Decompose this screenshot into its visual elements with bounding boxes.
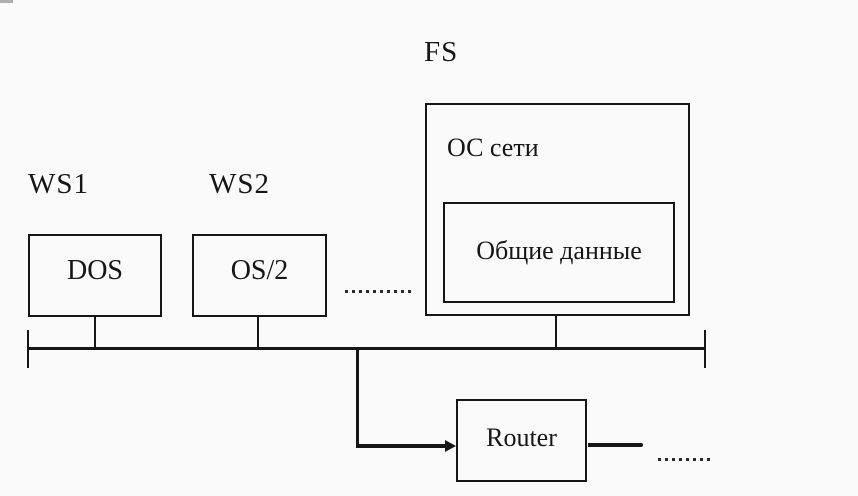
shared-data-box: Общие данные (443, 202, 675, 303)
router-text: Router (486, 422, 557, 452)
network-os-text: ОС сети (447, 133, 539, 162)
bus-right-terminator (704, 330, 706, 368)
ws2-label: WS2 (209, 168, 270, 200)
bus-left-terminator (27, 330, 29, 368)
ws1-bus-connector (94, 317, 96, 348)
router-box: Router (456, 399, 587, 482)
fs-label: FS (424, 36, 459, 68)
router-in-arrowhead-icon (445, 440, 456, 452)
bus-line (28, 347, 706, 350)
router-out-line (588, 443, 643, 447)
dos-text: DOS (66, 254, 123, 286)
fs-bus-connector (555, 316, 557, 348)
ws2-bus-connector (257, 317, 259, 348)
ws1-label: WS1 (28, 168, 89, 200)
corner-artifact-mark (0, 0, 13, 3)
router-drop-line (356, 349, 359, 446)
os2-text: OS/2 (230, 254, 289, 286)
router-in-line (356, 444, 446, 448)
shared-data-text: Общие данные (476, 235, 642, 265)
ws2-os2-box: OS/2 (192, 234, 327, 317)
external-network-dotted-line (658, 458, 713, 461)
ws1-dos-box: DOS (28, 234, 162, 317)
file-server-box: ОС сети Общие данные (425, 103, 690, 316)
more-workstations-dotted-line (345, 290, 415, 293)
